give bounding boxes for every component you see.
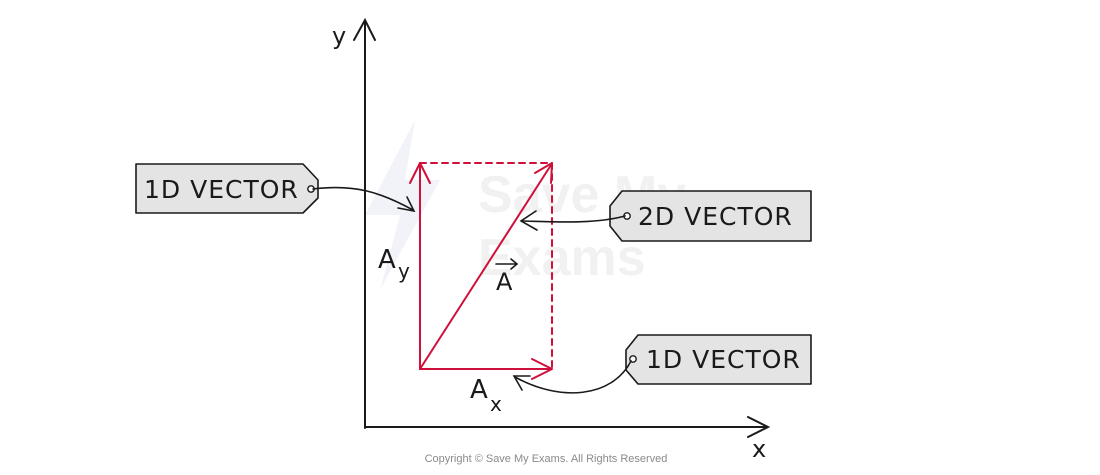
x-component-label: A	[470, 375, 488, 405]
y-component-subscript: y	[398, 259, 410, 283]
vector-figure	[409, 162, 553, 380]
resultant-label: A	[496, 268, 513, 296]
tag-label: 2D VECTOR	[638, 202, 793, 231]
tag-label: 1D VECTOR	[646, 345, 801, 374]
y-component-arrowhead	[409, 162, 431, 184]
tag-shape	[135, 163, 319, 214]
x-axis-arrowhead	[747, 416, 771, 438]
resultant-arrow-mark	[495, 258, 519, 270]
tag-1d-vector-left: 1D VECTOR	[135, 163, 319, 214]
resultant-arrowhead	[534, 162, 553, 184]
tag-shape	[625, 334, 812, 385]
resultant-vector	[419, 164, 552, 370]
copyright-text: Copyright © Save My Exams. All Rights Re…	[425, 453, 668, 465]
y-axis-arrowhead	[353, 17, 376, 41]
x-axis-label: x	[752, 435, 766, 463]
tag-label: 1D VECTOR	[144, 175, 299, 204]
x-component-subscript: x	[490, 392, 502, 416]
pointer-2d-tag	[519, 210, 626, 231]
tag-shape	[609, 190, 812, 242]
tag-1d-vector-right: 1D VECTOR	[625, 334, 812, 385]
pointer-left-tag	[312, 186, 416, 213]
x-component-arrowhead	[531, 358, 553, 380]
tag-2d-vector: 2D VECTOR	[609, 190, 812, 242]
y-axis-label: y	[332, 22, 346, 50]
axes	[353, 17, 771, 438]
watermark-line2: Exams	[478, 229, 646, 287]
pointer-right-1d-tag	[512, 360, 632, 394]
y-component-label: A	[378, 245, 396, 275]
